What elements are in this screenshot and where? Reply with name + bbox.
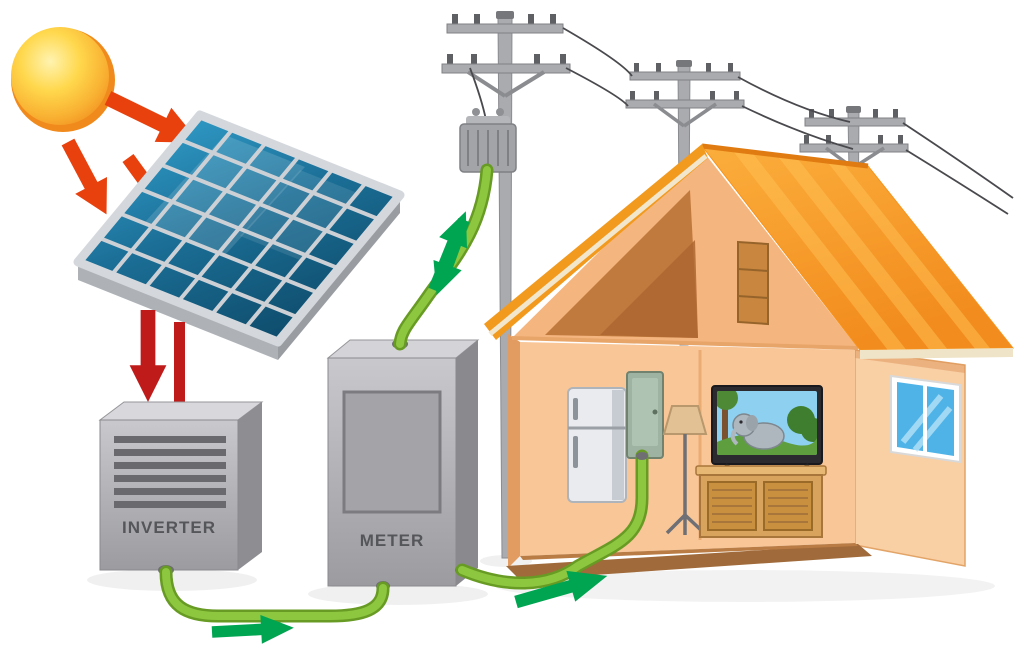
inverter-meter-cable [159,565,390,623]
ac-cable-core [162,568,387,620]
roof-stripe [731,149,906,350]
breaker-cable-connector [636,452,648,460]
window [890,374,961,464]
roof-fascia-right [860,348,1013,359]
house [484,143,1015,580]
bushing [496,108,504,116]
inverter-label: INVERTER [122,518,216,537]
pole-cap [846,106,861,113]
inverter-top [98,401,264,421]
cabinet [695,465,827,538]
insulators [634,63,733,72]
attic-door-panels [737,268,769,299]
solar-panel [73,110,405,360]
tv-elephant-trunk [730,427,739,446]
power-lines [469,27,1014,215]
tv-tree-foliage [717,391,738,410]
crossarm [625,99,745,109]
dc-arrow-icon [129,310,167,402]
roof-ridge [701,143,869,169]
roof [484,143,1015,359]
home-cable-core [458,452,646,587]
transformer-ribs [467,130,509,166]
insulators [447,54,566,65]
panel-frame [73,110,405,347]
sun-core [11,27,109,125]
tv-bush [801,418,817,442]
house-shadow [495,570,995,602]
cabinet-louvers [712,489,808,523]
roof-stripe [776,155,948,350]
sun-ray-arrow-icon [52,133,123,223]
breaker-panel [626,371,664,459]
dc-flow [129,310,185,414]
interior-left-wall [508,334,520,568]
meter-shadow [308,583,488,605]
ground-shadows [87,555,995,605]
meter-screen [342,390,442,514]
insulators [630,91,739,100]
attic-door [737,240,769,326]
roof-stripe [826,161,991,349]
panel-grid-cols [109,127,369,330]
refrigerator [567,387,627,503]
cables [159,163,649,623]
gable-base-line [511,336,859,350]
dc-cable [174,322,185,414]
braces [652,102,717,128]
inverter: INVERTER [98,401,264,575]
crossarm [804,117,906,127]
roof-fascia-left [488,154,708,336]
pole-shadow [480,555,532,567]
bushing [472,108,480,116]
sun [11,27,115,132]
insulators [452,14,556,25]
floor [506,544,872,580]
inverter-vents [114,436,226,508]
insulators [809,109,898,118]
floor-lamp [662,405,708,535]
tv-tree-trunk [722,398,728,440]
braces [466,70,546,98]
television [711,385,823,475]
crossarm [441,63,571,74]
fridge-handle [573,436,578,468]
meter-label: METER [360,531,425,550]
breaker-latch [652,409,658,415]
crossarm [799,143,909,153]
cabinet-top [695,465,827,476]
tv-elephant-ear [746,415,758,431]
meter-side [456,340,478,586]
meter-home-cable [455,449,649,590]
meter: METER [326,339,480,591]
pole-cap [676,60,692,67]
crossarm [629,71,741,81]
gable [511,150,859,350]
fridge-handle [573,398,578,420]
pole-cap [496,11,514,19]
window-glare [900,394,953,452]
crossarm [446,23,564,34]
tv-screen [717,391,817,455]
gable-interior-shadow [600,240,698,338]
lamp-shade [662,405,708,435]
panel-glare [240,170,360,260]
inverter-side [238,402,262,570]
transformer [459,108,517,173]
breaker-door [632,378,658,446]
tv-elephant-eye [739,420,743,424]
fridge-side-shade [612,390,624,500]
